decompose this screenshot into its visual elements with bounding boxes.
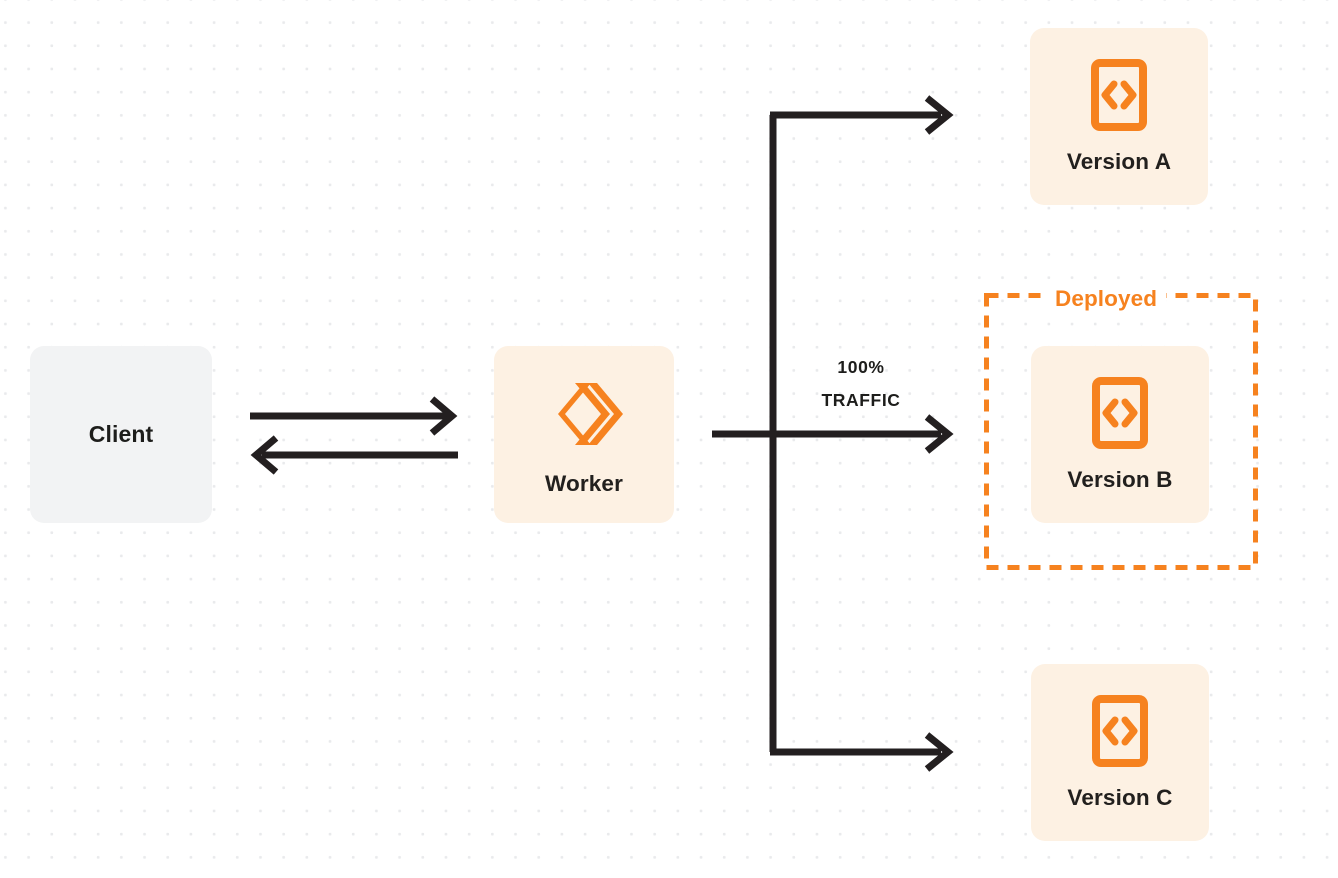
node-version-b-label: Version B: [1067, 466, 1173, 492]
edge-client-to-worker: [250, 396, 458, 436]
code-file-icon: [1091, 58, 1147, 131]
code-file-icon: [1092, 376, 1148, 449]
deployed-group-label: Deployed: [1046, 286, 1167, 312]
edge-trunk: [712, 115, 777, 752]
node-client-label: Client: [88, 421, 154, 447]
node-version-a[interactable]: Version A: [1030, 28, 1208, 205]
node-version-b[interactable]: Version B: [1031, 346, 1209, 523]
traffic-word-text: TRAFFIC: [821, 390, 901, 410]
edge-worker-to-version-b: [773, 414, 954, 454]
edge-worker-to-version-c: [770, 732, 954, 772]
node-version-a-label: Version A: [1066, 148, 1172, 174]
node-client[interactable]: Client: [30, 346, 212, 523]
code-file-icon: [1092, 694, 1148, 767]
traffic-percent-text: 100%: [837, 357, 885, 377]
edge-worker-to-version-a: [770, 95, 954, 135]
node-version-c-label: Version C: [1067, 784, 1173, 810]
node-version-c[interactable]: Version C: [1031, 664, 1209, 841]
node-worker[interactable]: Worker: [494, 346, 674, 523]
edge-worker-to-client: [250, 435, 458, 475]
node-worker-label: Worker: [544, 470, 623, 496]
cloudflare-workers-logo-icon: [543, 373, 625, 455]
traffic-label: 100% TRAFFIC: [795, 351, 927, 417]
